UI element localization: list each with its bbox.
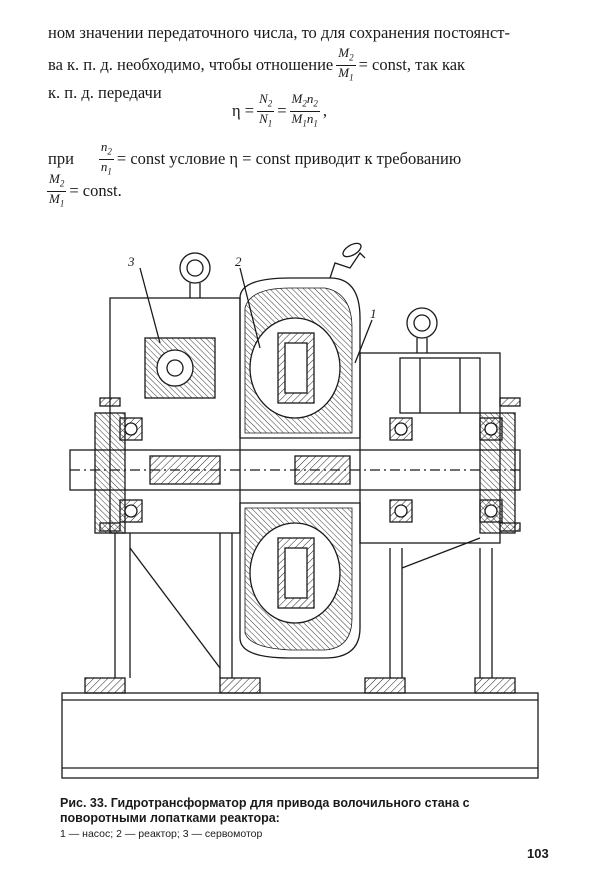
text-line-2-start: ва к. п. д. необходимо, чтобы отношение xyxy=(48,55,334,75)
text-line-4: при n2 n1 = const условие η = const прив… xyxy=(48,139,462,177)
fraction-n2-n1-small: n2 n1 xyxy=(98,139,114,177)
caption-legend: 1 — насос; 2 — реактор; 3 — сервомотор xyxy=(60,828,263,840)
caption-title: Рис. 33. Гидротрансформатор для привода … xyxy=(60,796,470,825)
fraction-m2-m1-final: M2 M1 xyxy=(47,171,67,209)
callout-3: 3 xyxy=(127,254,135,269)
fraction-m2n2-m1n1: M2n2 M1n1 xyxy=(289,91,320,129)
hydrotransformer-drawing: 3 2 1 xyxy=(61,242,539,779)
fraction-m2-m1: M2 M1 xyxy=(336,45,356,83)
text-line-2-end: = const, так как xyxy=(358,55,466,75)
text-line-2: ва к. п. д. необходимо, чтобы отношение … xyxy=(48,46,465,84)
eta-symbol: η = xyxy=(232,101,255,121)
text-line-1: ном значении передаточного числа, то для… xyxy=(48,23,510,42)
efficiency-formula: η = N2 N1 = M2n2 M1n1 , xyxy=(232,92,327,130)
fraction-n2-n1: N2 N1 xyxy=(257,91,275,129)
figure-caption: Рис. 33. Гидротрансформатор для привода … xyxy=(60,796,540,842)
text-line-3: к. п. д. передачи xyxy=(48,83,162,102)
callout-1: 1 xyxy=(370,306,377,321)
equals-sign: = xyxy=(277,101,287,121)
callout-2: 2 xyxy=(235,254,242,269)
text-line-5: M2 M1 = const. xyxy=(47,171,122,209)
base-plate xyxy=(61,692,539,779)
page-number: 103 xyxy=(527,846,549,861)
comma: , xyxy=(322,101,328,121)
